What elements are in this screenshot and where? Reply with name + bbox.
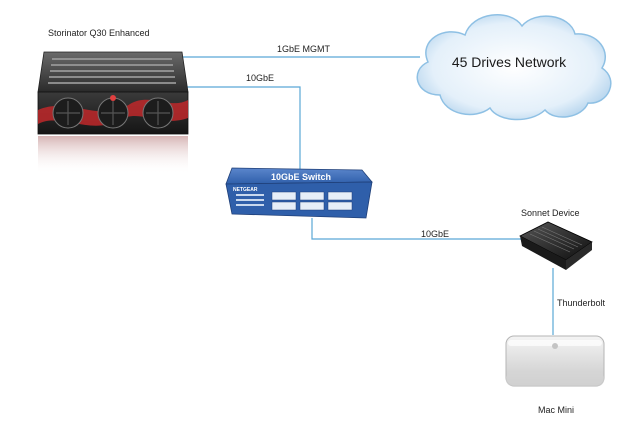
link-label-server-switch: 10GbE	[246, 73, 275, 83]
link-label-mgmt: 1GbE MGMT	[277, 44, 331, 54]
switch-icon: NETGEAR	[225, 167, 373, 219]
switch-badge: NETGEAR	[233, 187, 258, 193]
link-label-thunderbolt: Thunderbolt	[557, 298, 606, 308]
mac-mini-label: Mac Mini	[538, 405, 575, 415]
cloud-icon	[416, 14, 612, 121]
server-label: Storinator Q30 Enhanced	[48, 28, 150, 38]
server-icon	[37, 51, 189, 174]
link-switch-sonnet	[311, 218, 522, 240]
link-server-switch	[180, 86, 301, 176]
link-label-switch-sonnet: 10GbE	[421, 229, 450, 239]
sonnet-device-icon	[519, 221, 593, 270]
switch-label: 10GbE Switch	[270, 172, 332, 182]
sonnet-label: Sonnet Device	[521, 208, 580, 218]
link-lines	[180, 56, 554, 335]
cloud-label: 45 Drives Network	[451, 54, 567, 70]
mac-mini-icon	[505, 335, 605, 387]
